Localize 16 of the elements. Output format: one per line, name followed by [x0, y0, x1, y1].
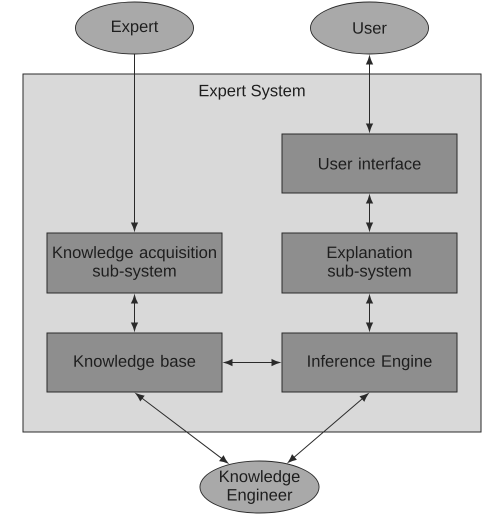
arrow	[366, 295, 373, 331]
arrow	[366, 195, 373, 231]
process-box: Explanation sub-system	[282, 232, 458, 294]
ellipse-node: Expert	[75, 2, 194, 54]
arrow	[131, 54, 138, 231]
process-box: Knowledge acquisition sub-system	[46, 232, 222, 294]
process-box: User interface	[282, 134, 458, 194]
ellipse-node: User	[310, 2, 429, 54]
process-box: Inference Engine	[282, 332, 458, 392]
arrow	[288, 393, 368, 463]
arrow	[366, 56, 373, 132]
process-box: Knowledge base	[46, 332, 222, 392]
arrow	[224, 359, 280, 366]
ellipse-node: Knowledge Engineer	[199, 460, 320, 514]
arrow	[131, 295, 138, 331]
arrow	[136, 393, 228, 464]
